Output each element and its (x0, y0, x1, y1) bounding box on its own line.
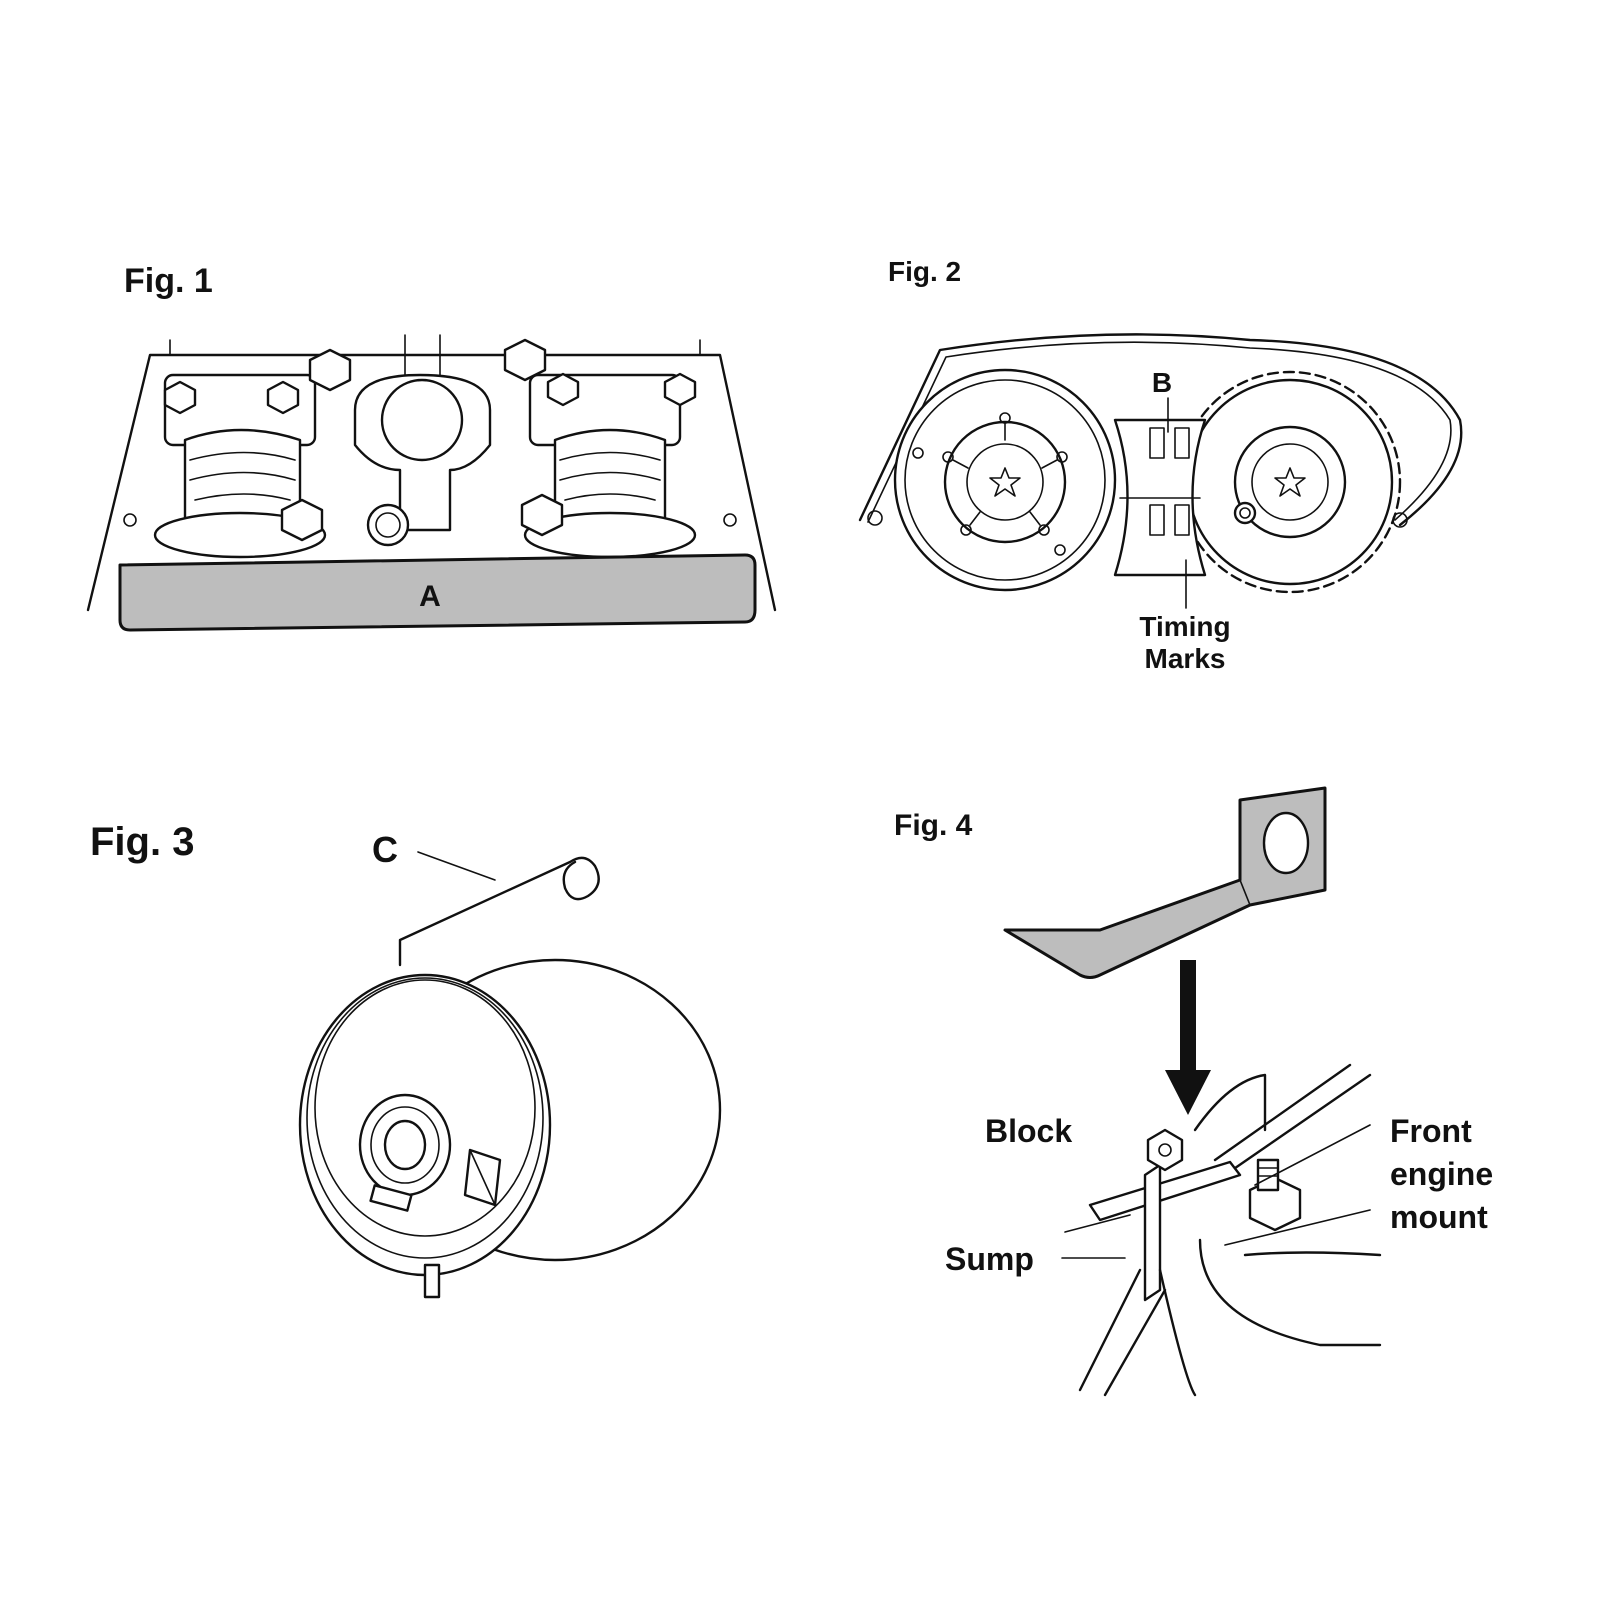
cylinder-head-drawing (86, 334, 777, 632)
fig3-title: Fig. 3 (90, 820, 194, 864)
fig1-title: Fig. 1 (124, 262, 213, 300)
fig4-title: Fig. 4 (894, 809, 973, 842)
figure-4: Fig. 4 (894, 786, 1493, 1397)
locking-pin-c (398, 856, 600, 967)
figure-2: Fig. 2 (858, 256, 1463, 674)
timing-marks-label-line1: Timing (1139, 611, 1230, 642)
fig2-title: Fig. 2 (888, 256, 961, 287)
cam-sprockets-drawing (858, 333, 1463, 609)
timing-tool-a (118, 553, 757, 632)
bolt-heads (163, 338, 697, 542)
tool-c-label: C (372, 829, 398, 870)
insert-arrow (1165, 960, 1211, 1115)
block-label: Block (985, 1113, 1072, 1149)
front-engine-mount-label-line2: engine (1390, 1156, 1493, 1192)
tool-a-label: A (419, 580, 441, 613)
tool-b-label: B (1152, 367, 1172, 398)
sump-label: Sump (945, 1241, 1034, 1277)
front-engine-mount-label-line1: Front (1390, 1113, 1472, 1149)
timing-marks-label-line2: Marks (1145, 643, 1226, 674)
tensioner-drawing (298, 851, 722, 1299)
figure-3: Fig. 3 C (90, 820, 722, 1299)
figure-1: Fig. 1 (86, 262, 777, 632)
crank-lock-drawing (1003, 786, 1382, 1397)
front-engine-mount-label-line3: mount (1390, 1199, 1488, 1235)
